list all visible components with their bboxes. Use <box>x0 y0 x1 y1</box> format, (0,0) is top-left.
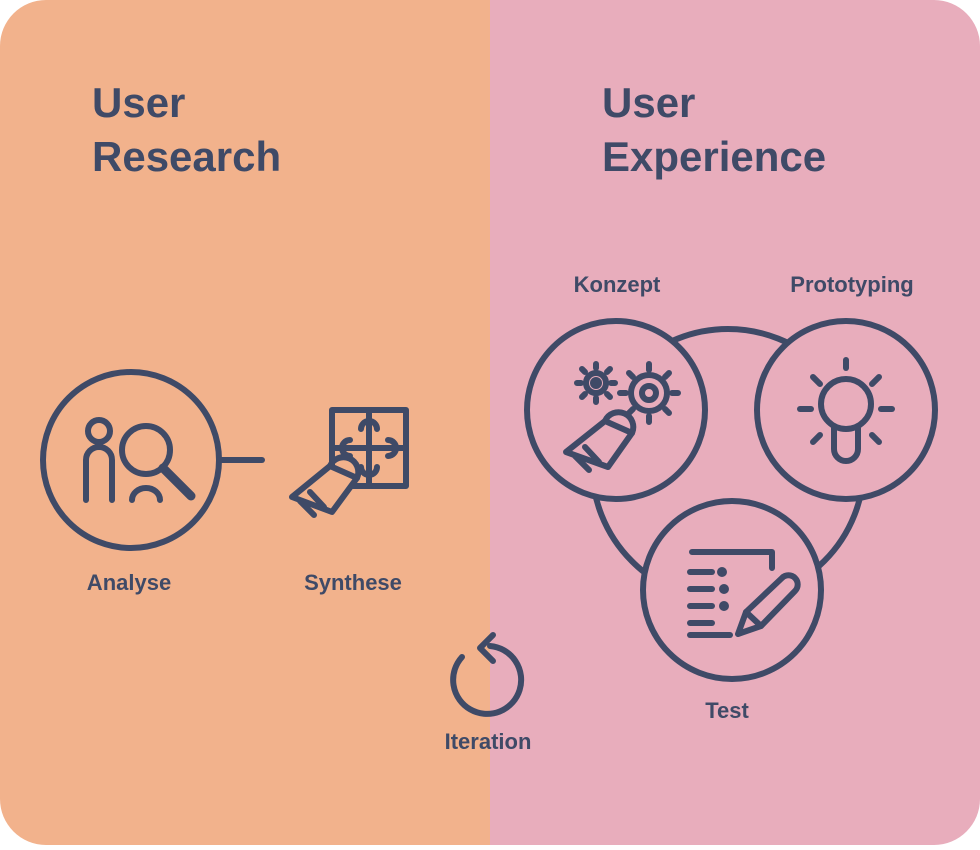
puzzle-hand-icon <box>289 407 409 518</box>
gears-finger-icon <box>524 318 708 502</box>
analyse-label: Analyse <box>86 570 172 595</box>
checklist-pencil-icon <box>640 498 824 682</box>
konzept-label: Konzept <box>573 272 661 297</box>
user-research-title: User Research <box>92 79 282 180</box>
refresh-icon <box>450 632 525 717</box>
lightbulb-icon <box>754 318 938 502</box>
user-experience-title: User Experience <box>602 79 827 180</box>
iteration-label: Iteration <box>444 729 532 754</box>
synthese-label: Synthese <box>304 570 402 595</box>
prototyping-label: Prototyping <box>790 272 914 297</box>
user-search-icon <box>40 369 265 551</box>
test-label: Test <box>705 698 749 723</box>
